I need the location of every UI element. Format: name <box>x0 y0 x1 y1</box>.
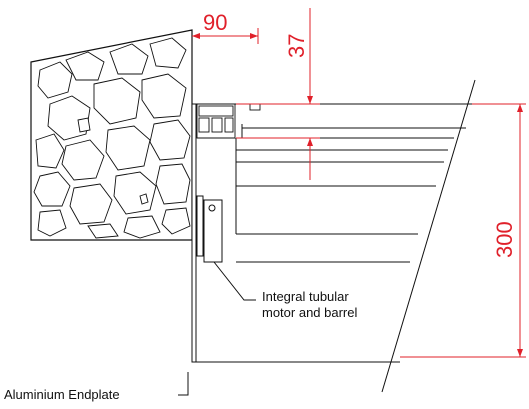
tubular-motor <box>196 195 223 263</box>
shutter-box <box>196 103 472 363</box>
motor-label-line-1: Integral tubular <box>262 289 349 304</box>
dimension-projection <box>192 28 259 44</box>
dimension-box-height <box>400 103 526 358</box>
break-line <box>381 79 476 393</box>
dimension-bracket-offset <box>236 8 320 180</box>
endplate-leader <box>178 372 189 396</box>
masonry-wall <box>30 29 193 241</box>
dimension-projection-value: 90 <box>203 10 227 35</box>
motor-leader <box>213 261 256 301</box>
dimension-bracket-offset-value: 37 <box>284 34 309 58</box>
endplate-label: Aluminium Endplate <box>4 387 120 402</box>
motor-label-line-2: motor and barrel <box>262 305 357 320</box>
aluminium-endplate <box>191 103 197 363</box>
dimension-box-height-value: 300 <box>492 221 517 258</box>
fixing-bracket <box>196 103 261 139</box>
